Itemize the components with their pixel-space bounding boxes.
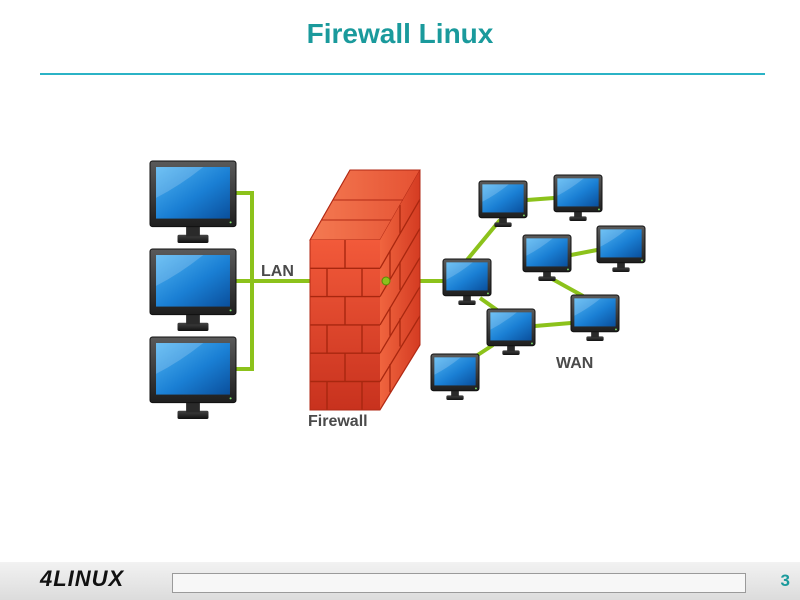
monitor-stand xyxy=(446,395,464,400)
power-led xyxy=(229,397,232,400)
mortar-line xyxy=(380,257,420,326)
monitor-stand xyxy=(502,350,520,355)
power-led xyxy=(641,259,643,262)
monitor-stand xyxy=(177,234,209,243)
monitor-neck xyxy=(574,210,582,218)
lan-label: LAN xyxy=(261,263,294,280)
monitor-screen xyxy=(600,229,642,258)
monitor-stand xyxy=(494,222,512,227)
computer-wan-5 xyxy=(522,234,572,281)
wall-outline xyxy=(309,169,421,411)
monitor-neck xyxy=(507,344,515,352)
power-led xyxy=(598,208,600,211)
computer-lan-2 xyxy=(149,248,237,331)
monitor-screen xyxy=(490,312,532,341)
firewall-label: Firewall xyxy=(308,413,368,430)
computer-wan-2 xyxy=(553,174,603,221)
screen-glare xyxy=(526,238,553,256)
monitor-screen xyxy=(156,343,230,395)
monitor-screen xyxy=(434,357,476,386)
computer-wan-1 xyxy=(478,180,528,227)
power-led xyxy=(523,214,525,217)
screen-glare xyxy=(156,167,204,198)
monitor-stand xyxy=(177,410,209,419)
monitor-stand xyxy=(458,300,476,305)
link-wan-3-to-wan-1 xyxy=(465,218,502,262)
firewall-wall xyxy=(309,169,421,411)
screen-glare xyxy=(446,262,473,280)
computer-wan-3 xyxy=(442,258,492,305)
page-number: 3 xyxy=(780,571,790,590)
computer-lan-1 xyxy=(149,160,237,243)
monitor-stand xyxy=(586,336,604,341)
monitor-screen xyxy=(446,262,488,291)
power-led xyxy=(567,268,569,271)
monitor-screen xyxy=(156,255,230,307)
computer-lan-3 xyxy=(149,336,237,419)
screen-glare xyxy=(156,343,204,374)
power-led xyxy=(229,309,232,312)
firewall-port xyxy=(381,276,391,286)
screen-glare xyxy=(574,298,601,316)
title-divider xyxy=(40,73,765,75)
screen-glare xyxy=(482,184,509,202)
monitor-neck xyxy=(451,389,459,397)
monitor-screen xyxy=(574,298,616,327)
power-led xyxy=(487,292,489,295)
monitor-neck xyxy=(617,261,625,269)
slide-title: Firewall Linux xyxy=(306,18,494,49)
monitor-screen xyxy=(526,238,568,267)
monitor-stand xyxy=(538,276,556,281)
power-led xyxy=(229,221,232,224)
screen-glare xyxy=(557,178,584,196)
screen-glare xyxy=(490,312,517,330)
screen-glare xyxy=(156,255,204,286)
link-wan-4-to-wan-5 xyxy=(570,248,598,257)
link-wan-1-to-wan-2 xyxy=(526,196,555,202)
monitor-neck xyxy=(186,400,200,413)
power-led xyxy=(531,342,533,345)
monitor-screen xyxy=(156,167,230,219)
monitor-neck xyxy=(186,224,200,237)
link-wan-6-to-wan-7 xyxy=(534,321,572,328)
monitor-stand xyxy=(177,322,209,331)
screen-glare xyxy=(600,229,627,247)
computer-wan-8 xyxy=(430,353,480,400)
monitor-neck xyxy=(543,270,551,278)
power-led xyxy=(615,328,617,331)
computer-wan-7 xyxy=(570,294,620,341)
wan-label: WAN xyxy=(556,355,593,372)
mortar-line xyxy=(380,315,420,382)
screen-glare xyxy=(434,357,461,375)
computer-wan-4 xyxy=(596,225,646,272)
power-led xyxy=(475,387,477,390)
monitor-neck xyxy=(186,312,200,325)
footer: 4LINUX 3 xyxy=(0,562,800,600)
monitor-neck xyxy=(499,216,507,224)
monitor-stand xyxy=(612,267,630,272)
monitor-screen xyxy=(482,184,524,213)
wall-front-mortar xyxy=(310,240,380,410)
company-logo: 4LINUX xyxy=(40,566,125,591)
link-lan-3-to-firewall xyxy=(236,279,310,371)
footer-bar xyxy=(172,573,746,593)
computers xyxy=(149,160,646,419)
link-wan-3-to-wan-6 xyxy=(478,296,499,312)
monitor-screen xyxy=(557,178,599,207)
monitor-stand xyxy=(569,216,587,221)
monitor-neck xyxy=(463,294,471,302)
computer-wan-6 xyxy=(486,308,536,355)
mortar-line xyxy=(380,198,420,269)
monitor-neck xyxy=(591,330,599,338)
